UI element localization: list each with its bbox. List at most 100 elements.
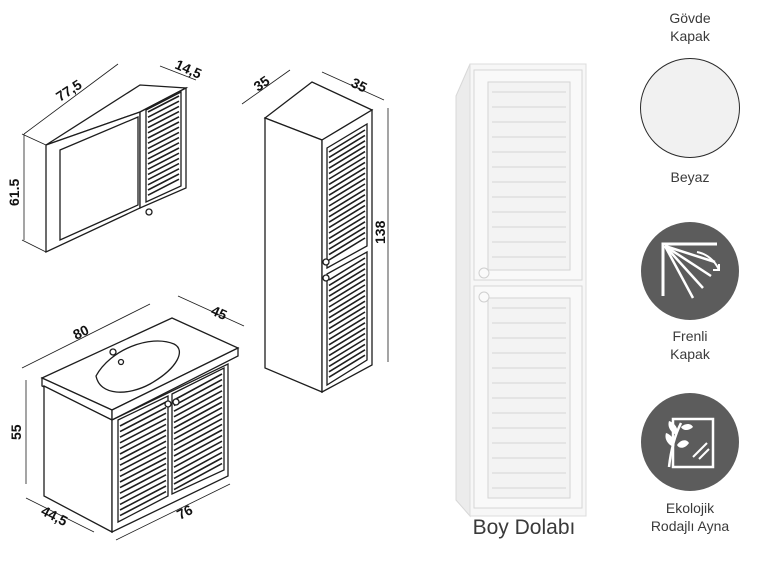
louver-slat (328, 140, 366, 164)
louver-slat (328, 354, 366, 378)
louver-slat (173, 462, 223, 491)
louver-slat (328, 284, 366, 308)
louver-slat (328, 295, 366, 319)
louver-slat (328, 332, 366, 357)
louver-slat (119, 418, 167, 444)
louver-slat (147, 126, 180, 144)
louver-slat (147, 142, 180, 160)
louver-slat (328, 177, 366, 202)
color-name-label: Beyaz (670, 169, 710, 185)
tall-cabinet-drawing: 35 35 138 (241, 69, 389, 394)
mirror-height-label: 61.5 (6, 179, 22, 206)
louver-slat (147, 147, 180, 165)
louver-slat (328, 349, 366, 373)
louver-slat (328, 343, 366, 368)
louver-slat (328, 338, 366, 362)
vanity-drawing: 80 45 55 44,5 76 (8, 295, 245, 541)
louver-slat (147, 157, 180, 176)
louver-slat (147, 152, 180, 170)
louver-slat (173, 406, 223, 435)
louver-slat (173, 384, 223, 412)
vanity-height-label: 55 (8, 424, 24, 440)
feature2-label-line2: Rodajlı Ayna (650, 518, 730, 534)
louver-slat (147, 173, 180, 191)
louver-slat (328, 156, 366, 180)
louver-slat (328, 273, 366, 297)
ecological-mirror-icon (641, 393, 739, 491)
louver-slat (119, 401, 167, 427)
louver-slat (328, 129, 366, 153)
vanity-top-width-label: 80 (70, 321, 91, 342)
mirror-cabinet-drawing: 77,5 14,5 61.5 (6, 56, 205, 254)
louver-slat (328, 278, 366, 303)
tall-width-label: 35 (251, 72, 273, 94)
louver-slat (147, 116, 180, 134)
louver-slat (119, 423, 167, 450)
louver-slat (328, 268, 366, 292)
louver-slat (119, 479, 167, 506)
louver-slat (328, 322, 366, 346)
louver-slat (173, 446, 223, 474)
legend-header-line1: Gövde (669, 10, 711, 26)
louver-slat (147, 168, 180, 186)
louver-slat (119, 457, 167, 483)
louver-slat (147, 110, 180, 129)
louver-slat (328, 183, 366, 207)
legend-header-line2: Kapak (670, 28, 710, 44)
louver-slat (147, 162, 180, 181)
louver-slat (173, 440, 223, 468)
louver-slat (328, 289, 366, 314)
feature2-label-line1: Ekolojik (665, 500, 715, 516)
louver-slat (328, 231, 366, 256)
louver-slat (328, 237, 366, 261)
louver-slat (173, 395, 223, 424)
louver-slat (119, 485, 167, 511)
tall-cabinet-render (455, 63, 587, 518)
soft-close-door-icon (641, 222, 739, 320)
louver-slat (147, 121, 180, 139)
louver-slat (328, 327, 366, 351)
louver-slat (147, 100, 180, 118)
mirror-depth-label: 14,5 (173, 56, 205, 82)
louver-slat (173, 457, 223, 485)
louver-slat (119, 474, 167, 500)
louver-slat (119, 468, 167, 494)
feature1-label-line1: Frenli (672, 328, 708, 344)
louver-slat (328, 221, 366, 245)
tall-height-label: 138 (372, 220, 388, 244)
louver-slat (147, 131, 180, 150)
louver-slat (173, 418, 223, 446)
louver-slat (119, 434, 167, 461)
louver-slat (328, 311, 366, 335)
louver-slat (119, 440, 167, 466)
vanity-top-depth-label: 45 (209, 302, 230, 323)
louver-slat (147, 178, 180, 196)
louver-slat (328, 150, 366, 175)
louver-slat (328, 210, 366, 234)
louver-slat (119, 462, 167, 489)
louver-slat (328, 300, 366, 324)
louver-slat (147, 105, 180, 124)
louver-slat (119, 490, 167, 517)
louver-slat (119, 412, 167, 438)
louver-slat (147, 95, 180, 113)
louver-slat (173, 423, 223, 452)
louver-slat (173, 451, 223, 480)
louver-slat (119, 406, 167, 433)
feature1-label-line2: Kapak (670, 346, 710, 362)
louver-slat (328, 145, 366, 169)
louver-slat (328, 194, 366, 218)
louver-slat (173, 412, 223, 440)
louver-slat (119, 451, 167, 478)
louver-slat (173, 434, 223, 463)
louver-slat (328, 316, 366, 341)
louver-slat (328, 167, 366, 191)
product-caption: Boy Dolabı (472, 516, 576, 539)
louver-slat (328, 204, 366, 229)
louver-slat (173, 429, 223, 457)
louver-slat (328, 226, 366, 250)
color-swatch (640, 58, 740, 158)
vanity-width-label: 76 (174, 501, 195, 522)
louver-slat (173, 401, 223, 429)
